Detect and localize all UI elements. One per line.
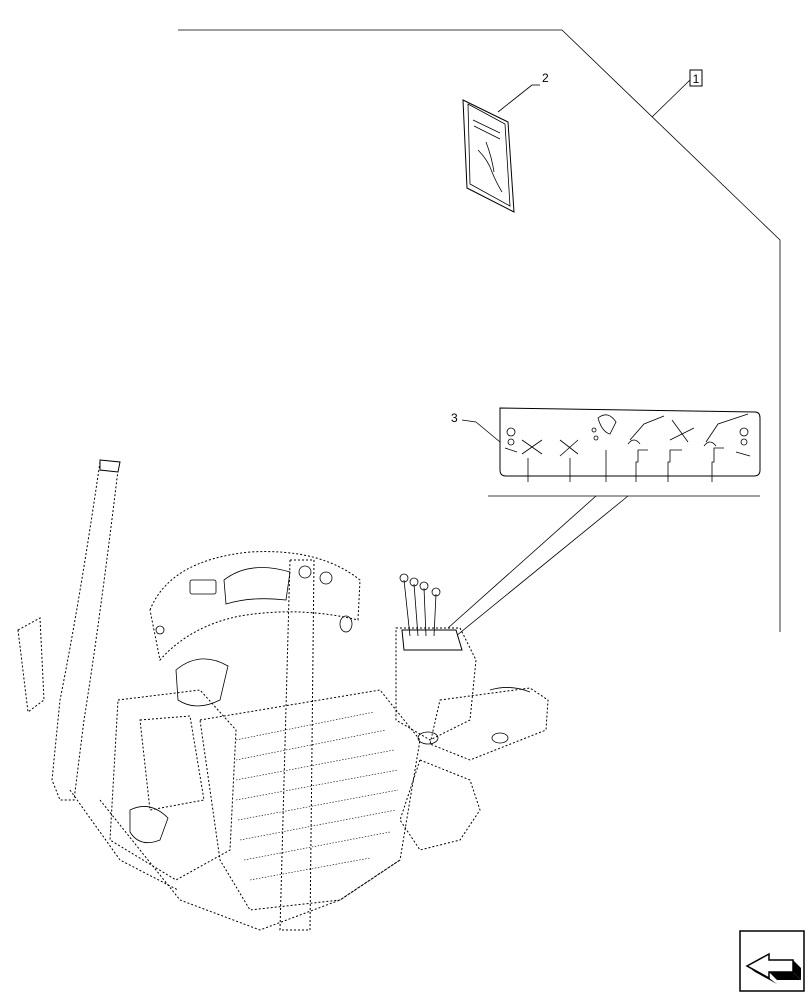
control-levers bbox=[399, 573, 441, 637]
operator-manual[interactable] bbox=[462, 99, 515, 213]
next-page-arrow-glyph bbox=[739, 930, 805, 992]
callout-3-leader bbox=[475, 421, 501, 443]
next-page-arrow-icon[interactable] bbox=[739, 930, 805, 992]
control-decal[interactable] bbox=[499, 407, 761, 482]
callout-1-bracket bbox=[178, 29, 781, 632]
operator-platform-assembly bbox=[17, 459, 549, 931]
floor-hatch bbox=[235, 711, 399, 881]
callout-2[interactable]: 2 bbox=[542, 71, 549, 85]
callout-1[interactable]: 1 bbox=[689, 69, 703, 87]
callout-2-leader bbox=[497, 84, 533, 113]
decal-location-leader bbox=[447, 495, 629, 637]
decal-pictograms bbox=[504, 413, 751, 457]
callout-3[interactable]: 3 bbox=[451, 411, 458, 425]
decal-slots bbox=[527, 447, 724, 482]
callout-1-label: 1 bbox=[693, 72, 700, 86]
